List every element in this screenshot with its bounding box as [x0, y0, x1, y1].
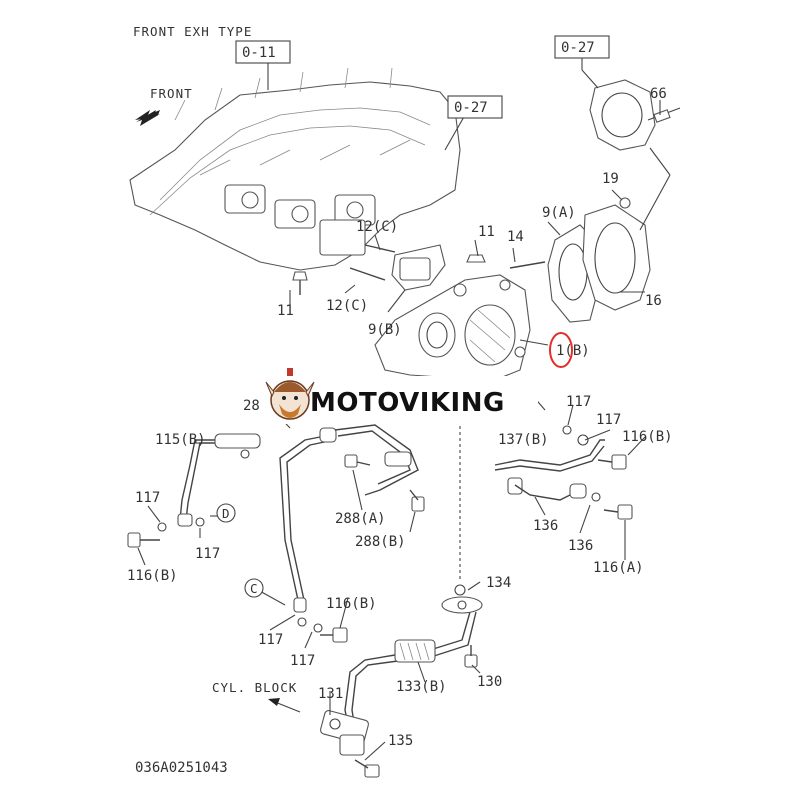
callout-11-top: 11 [478, 224, 495, 240]
callout-28: 28 [243, 398, 260, 414]
callout-116b-left: 116(B) [127, 568, 178, 584]
callout-134: 134 [486, 575, 511, 591]
highlight-ring [549, 332, 573, 368]
callout-117-d: 117 [290, 653, 315, 669]
callout-11-left: 11 [277, 303, 294, 319]
callout-130: 130 [477, 674, 502, 690]
callout-288b: 288(B) [355, 534, 406, 550]
marker-circle-d [216, 503, 236, 523]
marker-d-label: D [222, 506, 231, 521]
callout-116b-mid: 116(B) [326, 596, 377, 612]
turbo-gaskets [547, 197, 651, 323]
front-label: FRONT [150, 86, 193, 101]
callout-117-e: 117 [566, 394, 591, 410]
callout-115b: 115(B) [155, 432, 206, 448]
cyl-block-arrow-icon [268, 698, 280, 706]
callout-9b: 9(B) [368, 322, 402, 338]
exhaust-manifold [129, 67, 461, 271]
ref-gasket-a-label: 0-27 [454, 100, 488, 116]
callout-19: 19 [602, 171, 619, 187]
callout-137b: 137(B) [498, 432, 549, 448]
callout-12c-bottom: 12(C) [326, 298, 368, 314]
callout-9a: 9(A) [542, 205, 576, 221]
callout-117-a: 117 [135, 490, 160, 506]
cyl-block-label: CYL. BLOCK [212, 680, 297, 695]
callout-12c-top: 12(C) [356, 219, 398, 235]
callout-133b: 133(B) [396, 679, 447, 695]
diagram-title: FRONT EXH TYPE [133, 24, 252, 39]
gasket-upper [589, 79, 681, 151]
callout-116a: 116(A) [593, 560, 644, 576]
callout-136-b: 136 [568, 538, 593, 554]
drawing-code: 036A0251043 [135, 760, 228, 776]
ref-box-gasket-a [447, 95, 503, 119]
callout-14: 14 [507, 229, 524, 245]
ref-manifold-label: 0-11 [242, 45, 276, 61]
lower-fasteners [127, 425, 633, 778]
viking-mascot-icon [265, 368, 315, 420]
callout-131: 131 [318, 686, 343, 702]
marker-c-label: C [250, 581, 259, 596]
ref-gasket-b-label: 0-27 [561, 40, 595, 56]
ref-box-gasket-b [554, 35, 610, 59]
callout-136-a: 136 [533, 518, 558, 534]
ref-box-manifold [235, 40, 291, 64]
callout-117-b: 117 [195, 546, 220, 562]
brand-name: MOTOVIKING [310, 388, 505, 418]
callout-66: 66 [650, 86, 667, 102]
lower-leader-lines [137, 394, 646, 761]
callout-1b: 1(B) [556, 343, 590, 359]
callout-117-c: 117 [258, 632, 283, 648]
callout-16: 16 [645, 293, 662, 309]
marker-circle-c [244, 578, 264, 598]
upper-bolts [292, 244, 546, 295]
callout-135: 135 [388, 733, 413, 749]
front-arrow-icon [135, 110, 160, 120]
callout-116b-right: 116(B) [622, 429, 673, 445]
front-direction-arrow-icon [136, 110, 160, 126]
turbocharger [374, 244, 531, 381]
callout-117-f: 117 [596, 412, 621, 428]
oil-pipes [177, 424, 605, 756]
callout-288a: 288(A) [335, 511, 386, 527]
